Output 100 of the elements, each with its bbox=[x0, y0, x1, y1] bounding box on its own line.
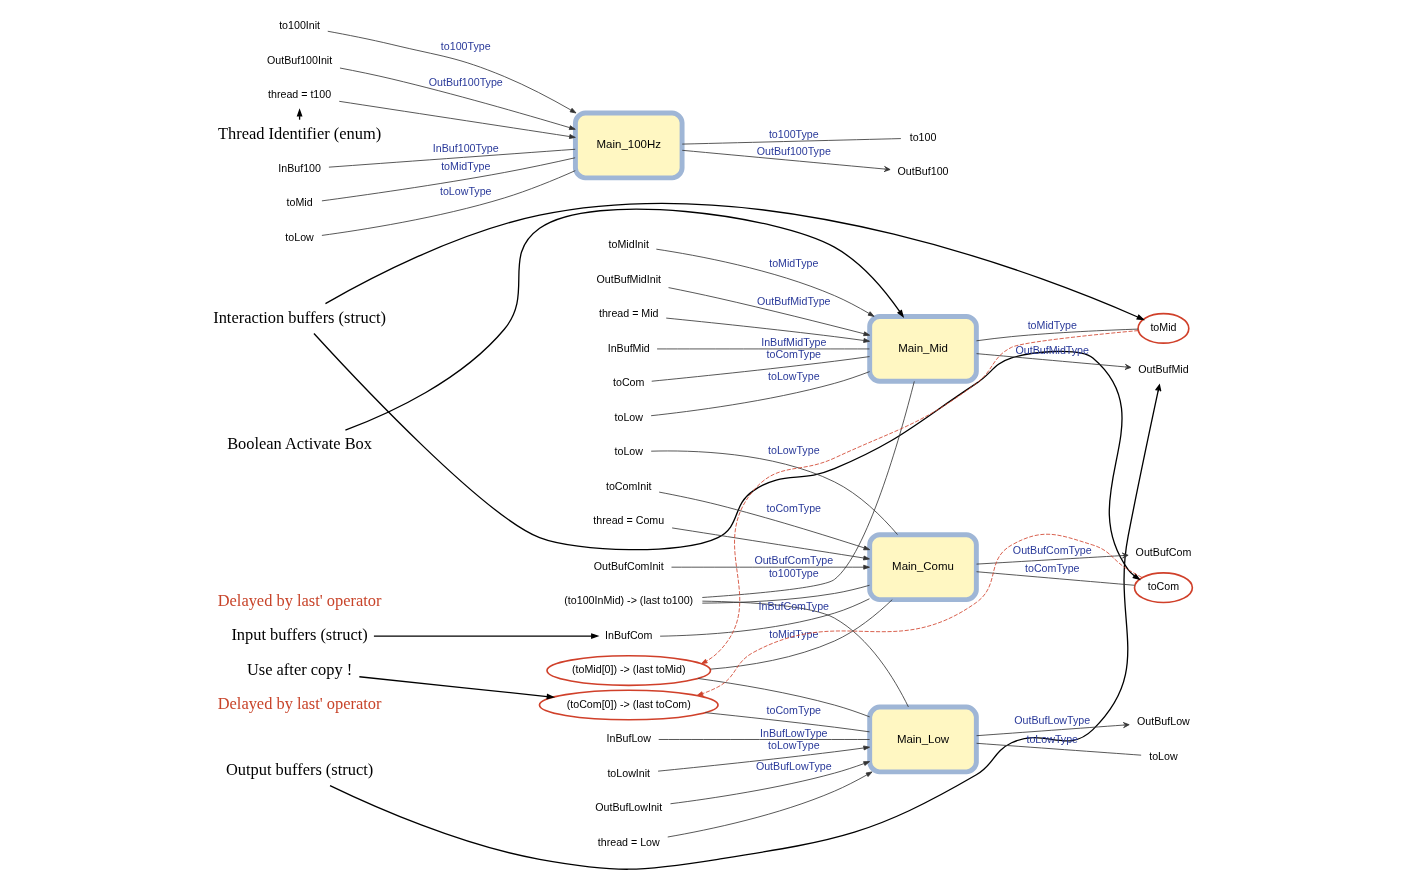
edge-label: InBuf100Type bbox=[432, 142, 499, 155]
edge-label: OutBuf100Type bbox=[428, 75, 503, 88]
connector bbox=[709, 599, 893, 670]
arrow bbox=[669, 761, 870, 805]
node-text: toLowInit bbox=[606, 766, 650, 779]
connector bbox=[650, 371, 870, 417]
edge-label: toComType bbox=[766, 501, 821, 514]
node-text: toLow bbox=[614, 445, 643, 458]
arrow bbox=[975, 722, 1130, 737]
edge-label: toComType bbox=[766, 348, 821, 361]
arrow bbox=[975, 353, 1131, 370]
connector bbox=[975, 742, 1142, 756]
edge-label: toMidType bbox=[1027, 318, 1077, 331]
arrow bbox=[358, 676, 555, 700]
arrow bbox=[338, 100, 576, 139]
arrow bbox=[700, 330, 1138, 665]
connector bbox=[650, 450, 898, 535]
arrow bbox=[666, 771, 872, 838]
node-text: toLow bbox=[614, 410, 643, 423]
node-text: Input buffers (struct) bbox=[230, 625, 368, 645]
arrow bbox=[657, 745, 870, 772]
arrow bbox=[696, 533, 1142, 696]
connector bbox=[681, 138, 901, 145]
node-text: toComInit bbox=[605, 479, 652, 492]
node-text: toLow bbox=[1148, 749, 1178, 762]
node-text: InBuf100 bbox=[277, 162, 321, 175]
node-text: Boolean Activate Box bbox=[226, 434, 372, 454]
arrow bbox=[326, 30, 576, 114]
edge-label: to100Type bbox=[768, 127, 819, 140]
node-text: OutBufComInit bbox=[593, 559, 664, 572]
node-text: thread = Low bbox=[597, 835, 660, 848]
node-text: Thread Identifier (enum) bbox=[217, 123, 381, 143]
connector bbox=[650, 356, 870, 382]
node-text: OutBuf100 bbox=[897, 165, 948, 178]
connector bbox=[704, 712, 870, 733]
arrow bbox=[975, 552, 1129, 565]
edge-label: toLowType bbox=[439, 185, 492, 197]
node-text: InBufLow bbox=[606, 732, 651, 745]
arrow bbox=[658, 491, 870, 551]
edge-label: toComType bbox=[1024, 561, 1079, 574]
label: Delayed by last' operator bbox=[217, 694, 381, 714]
connector bbox=[657, 739, 870, 740]
arrow bbox=[670, 564, 870, 570]
edge-label: to100Type bbox=[440, 39, 491, 52]
node-text: Output buffers (struct) bbox=[225, 759, 373, 779]
connector bbox=[321, 170, 576, 236]
node-text: OutBufLowInit bbox=[594, 801, 662, 814]
node-text: InBufCom bbox=[604, 628, 652, 641]
node-text: OutBuf100Init bbox=[266, 53, 332, 66]
node-text: OutBufLow bbox=[1136, 715, 1190, 728]
arrow bbox=[671, 527, 870, 561]
arrow bbox=[665, 317, 870, 343]
node-text: (to100InMid) -> (last to100) bbox=[563, 594, 693, 607]
arrow bbox=[655, 248, 874, 317]
node-text: toMidInit bbox=[608, 238, 649, 251]
node-box: Main_100Hz bbox=[572, 110, 685, 181]
connector bbox=[328, 148, 576, 168]
connector bbox=[975, 571, 1135, 586]
arrow bbox=[372, 633, 599, 640]
connector bbox=[321, 157, 576, 202]
node-text: OutBufCom bbox=[1135, 546, 1191, 559]
edge-label: OutBufLowType bbox=[1013, 714, 1090, 727]
node-box: Main_Mid bbox=[866, 314, 979, 384]
edge-label: to100Type bbox=[768, 566, 819, 579]
edge-label: OutBufComType bbox=[1012, 544, 1092, 557]
edge-label: OutBufMidType bbox=[756, 294, 831, 307]
node-text: to100 bbox=[909, 130, 936, 143]
connector bbox=[975, 328, 1138, 342]
arrow bbox=[344, 208, 904, 431]
connector bbox=[701, 380, 915, 598]
arrow bbox=[667, 287, 870, 337]
node-text: Interaction buffers (struct) bbox=[212, 307, 386, 327]
node-text: thread = Comu bbox=[592, 514, 664, 527]
arrow bbox=[312, 332, 1141, 581]
node-text: InBufMid bbox=[607, 341, 650, 354]
connector bbox=[656, 348, 870, 350]
edge-label: toComType bbox=[766, 704, 821, 717]
node-text: toMid bbox=[286, 196, 313, 209]
arrow bbox=[328, 384, 1161, 870]
connector bbox=[659, 598, 870, 637]
connector bbox=[701, 584, 870, 604]
arrow bbox=[324, 202, 1145, 321]
node-text: toLow bbox=[284, 230, 314, 243]
node-text: toCom bbox=[612, 376, 644, 389]
edge-label: InBufMidType bbox=[760, 335, 826, 348]
edge-label: OutBuf100Type bbox=[756, 144, 831, 157]
edge-label: toMidType bbox=[768, 257, 818, 270]
node-text: thread = t100 bbox=[267, 88, 331, 101]
edge-label: InBufLowType bbox=[759, 726, 828, 739]
arrow bbox=[681, 149, 890, 172]
label: Delayed by last' operator bbox=[217, 590, 381, 610]
node-text: OutBufMidInit bbox=[595, 272, 661, 285]
edge-label: toLowType bbox=[767, 738, 820, 751]
edge-label: toLowType bbox=[767, 370, 820, 383]
arrow bbox=[339, 67, 576, 130]
edge-label: toMidType bbox=[440, 159, 490, 172]
node-text: Use after copy ! bbox=[246, 659, 352, 679]
edge-label: toLowType bbox=[767, 444, 820, 457]
connector bbox=[697, 678, 870, 718]
edge-label: OutBufComType bbox=[753, 554, 833, 567]
